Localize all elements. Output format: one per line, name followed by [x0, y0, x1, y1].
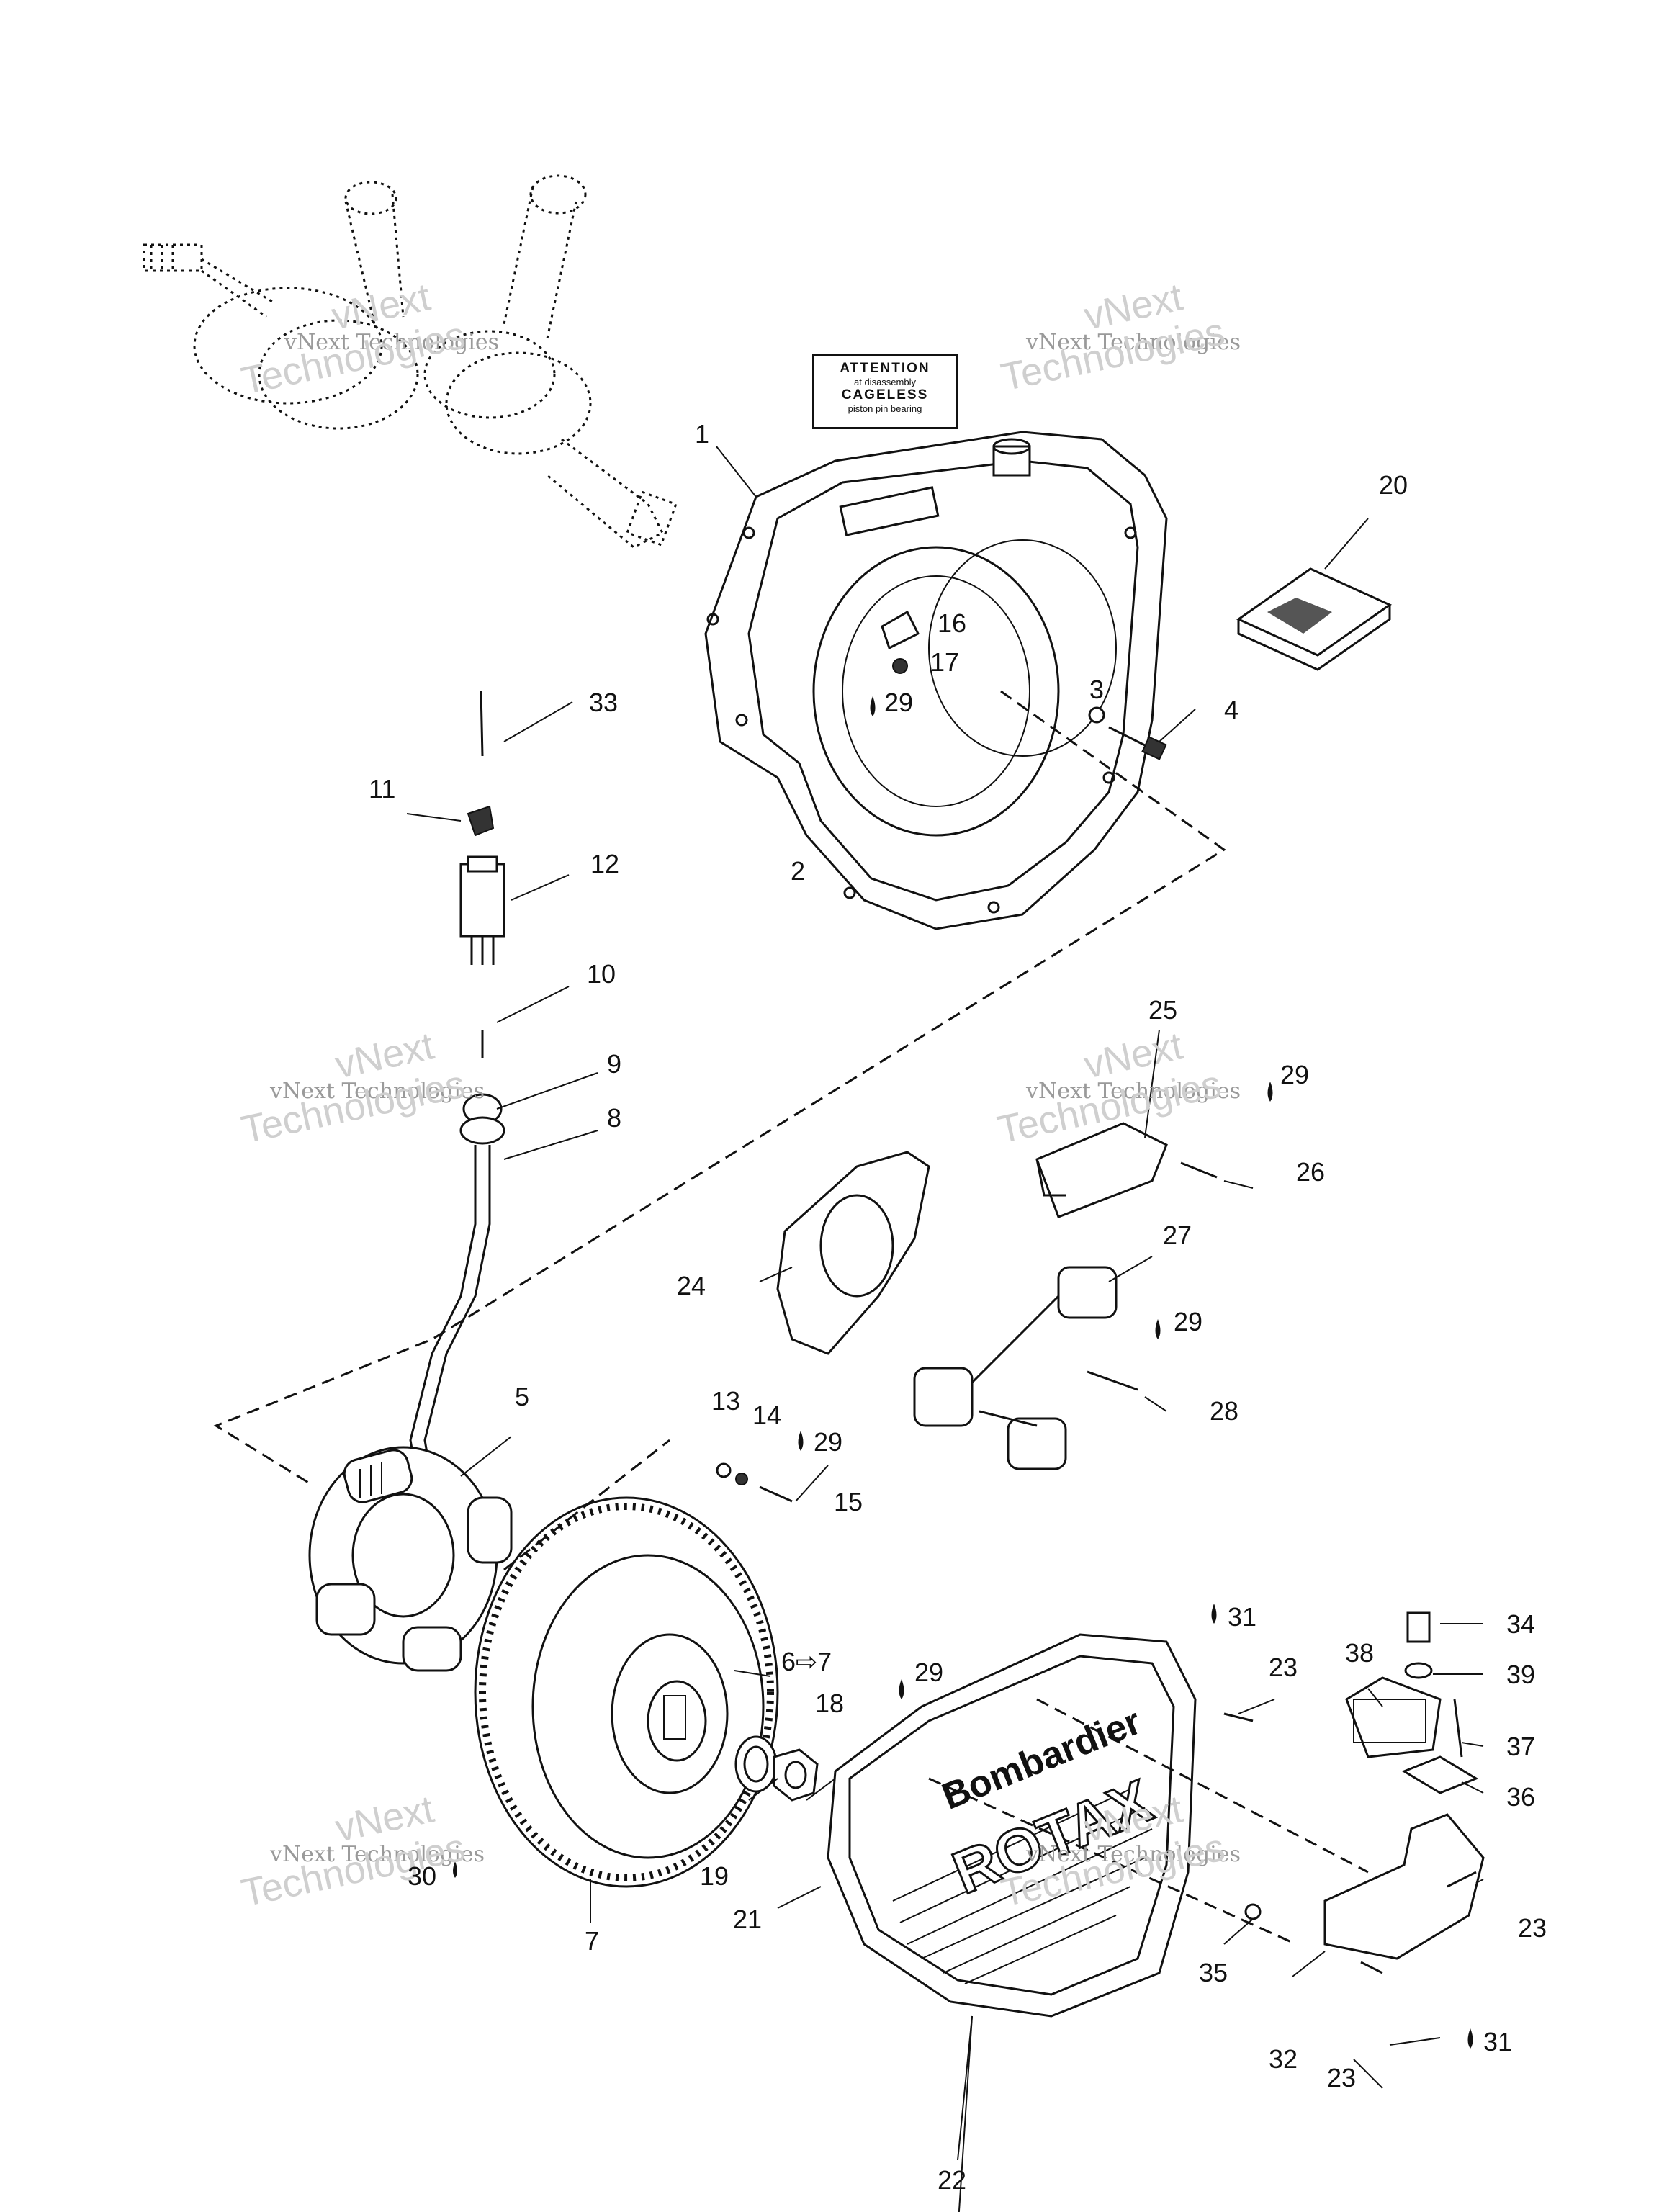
part-label-25: 25: [1148, 995, 1178, 1025]
bracket: [1223, 1611, 1485, 1974]
watermark-small: vNext Technologies: [1026, 330, 1241, 355]
attention-detail: piston pin bearing: [848, 403, 922, 414]
attention-title: ATTENTION: [840, 361, 930, 376]
watermark-small: vNext Technologies: [284, 330, 500, 355]
part-label-21: 21: [733, 1905, 763, 1934]
part-label-7: 7: [585, 1926, 600, 1956]
attention-warning: CAGELESS: [841, 387, 929, 403]
part-label-32: 32: [1269, 2044, 1298, 2074]
part-label-29b: 29: [1280, 1060, 1310, 1089]
part-label-31a: 31: [1228, 1602, 1257, 1632]
part-label-34: 34: [1506, 1609, 1536, 1639]
part-label-30: 30: [408, 1861, 437, 1891]
ignition-coil: [1035, 1122, 1218, 1218]
part-label-16: 16: [938, 608, 967, 638]
part-label-8: 8: [607, 1103, 622, 1133]
part-label-6: 6⇨7: [781, 1647, 832, 1676]
nut-and-washer: [734, 1735, 819, 1802]
part-label-36: 36: [1506, 1782, 1536, 1812]
part-label-14: 14: [752, 1401, 782, 1430]
watermark-small: vNext Technologies: [270, 1842, 485, 1867]
part-label-3: 3: [1089, 675, 1105, 704]
droplet-icon: [1211, 1604, 1217, 1624]
part-label-33: 33: [589, 688, 619, 717]
part-label-13: 13: [711, 1386, 741, 1416]
part-label-15: 15: [834, 1487, 863, 1516]
attention-label: ATTENTION at disassembly CAGELESS piston…: [812, 354, 958, 429]
part-label-37: 37: [1506, 1732, 1536, 1761]
part-label-5: 5: [515, 1382, 530, 1411]
stator-plate: [776, 1151, 930, 1355]
part-label-17: 17: [930, 647, 960, 677]
watermark-small: vNext Technologies: [1026, 1842, 1241, 1867]
magneto-cover: [827, 1633, 1197, 2018]
watermark-small: vNext Technologies: [270, 1079, 485, 1104]
part-label-35: 35: [1199, 1958, 1228, 1987]
droplet-icon: [870, 696, 876, 716]
part-label-1: 1: [695, 419, 710, 449]
part-label-11: 11: [369, 774, 396, 804]
part-label-29e: 29: [914, 1658, 944, 1687]
droplet-icon: [1155, 1319, 1161, 1339]
droplet-icon: [1467, 2028, 1473, 2049]
part-label-19: 19: [700, 1861, 729, 1891]
part-label-27: 27: [1163, 1220, 1192, 1250]
stator: [308, 1446, 513, 1672]
magneto-housing: [704, 431, 1168, 930]
part-label-24: 24: [677, 1271, 706, 1300]
attention-subtitle: at disassembly: [854, 377, 916, 387]
part-label-9: 9: [607, 1049, 622, 1079]
part-label-28: 28: [1210, 1396, 1239, 1426]
part-label-39: 39: [1506, 1660, 1536, 1689]
small-fasteners: [716, 1462, 793, 1503]
part-label-22: 22: [938, 2165, 967, 2195]
part-label-12: 12: [590, 849, 620, 878]
part-label-10: 10: [587, 959, 616, 989]
part-label-29c: 29: [1174, 1307, 1203, 1336]
charging-coils: [913, 1266, 1138, 1470]
assembly-lines: [213, 690, 1369, 1946]
part-label-18: 18: [815, 1689, 845, 1718]
droplet-icons: [453, 696, 1473, 2049]
droplet-icon: [899, 1679, 904, 1699]
part-label-23a: 23: [1269, 1653, 1298, 1682]
droplet-icon: [453, 1861, 457, 1878]
part-label-23b: 23: [1518, 1913, 1547, 1943]
part-label-23c: 23: [1327, 2063, 1357, 2092]
watermark-small: vNext Technologies: [1026, 1079, 1241, 1104]
part-label-31b: 31: [1483, 2027, 1513, 2056]
droplet-icon: [798, 1431, 804, 1451]
crankshaft: [143, 174, 678, 549]
part-label-38: 38: [1345, 1638, 1375, 1668]
droplet-icon: [1267, 1082, 1273, 1102]
part-label-26: 26: [1296, 1157, 1326, 1187]
part-label-20: 20: [1379, 470, 1408, 500]
leader-lines: [406, 446, 1484, 2212]
flywheel: [474, 1496, 779, 1888]
part-label-4: 4: [1224, 695, 1239, 724]
rubber-pad: [1236, 567, 1393, 671]
part-label-29d: 29: [814, 1427, 843, 1457]
part-label-2: 2: [791, 856, 806, 886]
bolt-4: [1108, 726, 1167, 760]
part-label-29a: 29: [884, 688, 914, 717]
